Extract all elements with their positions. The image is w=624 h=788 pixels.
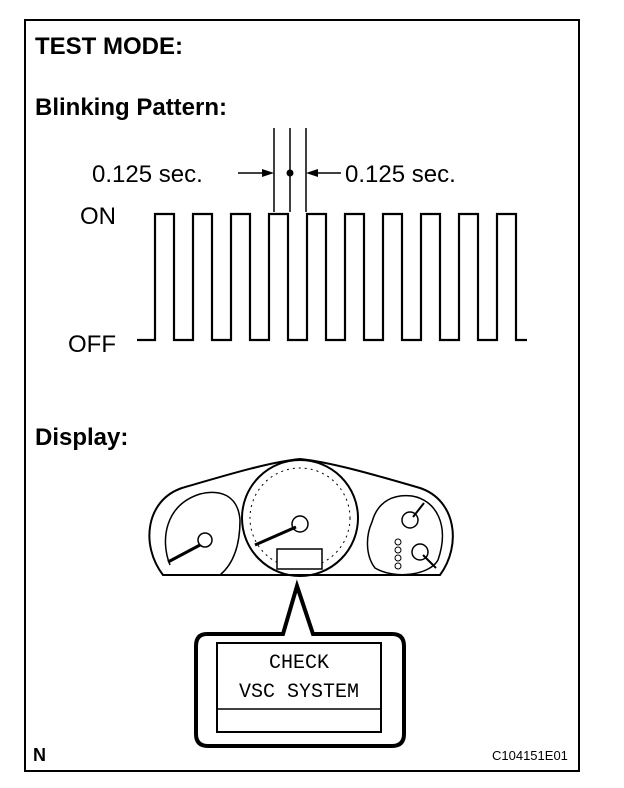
figure-code: C104151E01 bbox=[492, 748, 568, 763]
timing-arrows bbox=[262, 169, 318, 177]
corner-mark: N bbox=[33, 745, 46, 765]
message-display bbox=[216, 642, 382, 733]
message-line-2: VSC SYSTEM bbox=[239, 681, 359, 704]
interval-label-left: 0.125 sec. bbox=[92, 161, 203, 188]
instrument-cluster bbox=[148, 457, 454, 577]
display-heading: Display: bbox=[35, 424, 129, 451]
message-line-1: CHECK bbox=[269, 652, 329, 675]
blinking-waveform bbox=[137, 212, 527, 342]
state-off-label: OFF bbox=[68, 331, 116, 358]
interval-label-right: 0.125 sec. bbox=[345, 161, 456, 188]
state-on-label: ON bbox=[80, 203, 116, 230]
page-title: TEST MODE: bbox=[35, 33, 183, 60]
blinking-pattern-heading: Blinking Pattern: bbox=[35, 94, 228, 121]
